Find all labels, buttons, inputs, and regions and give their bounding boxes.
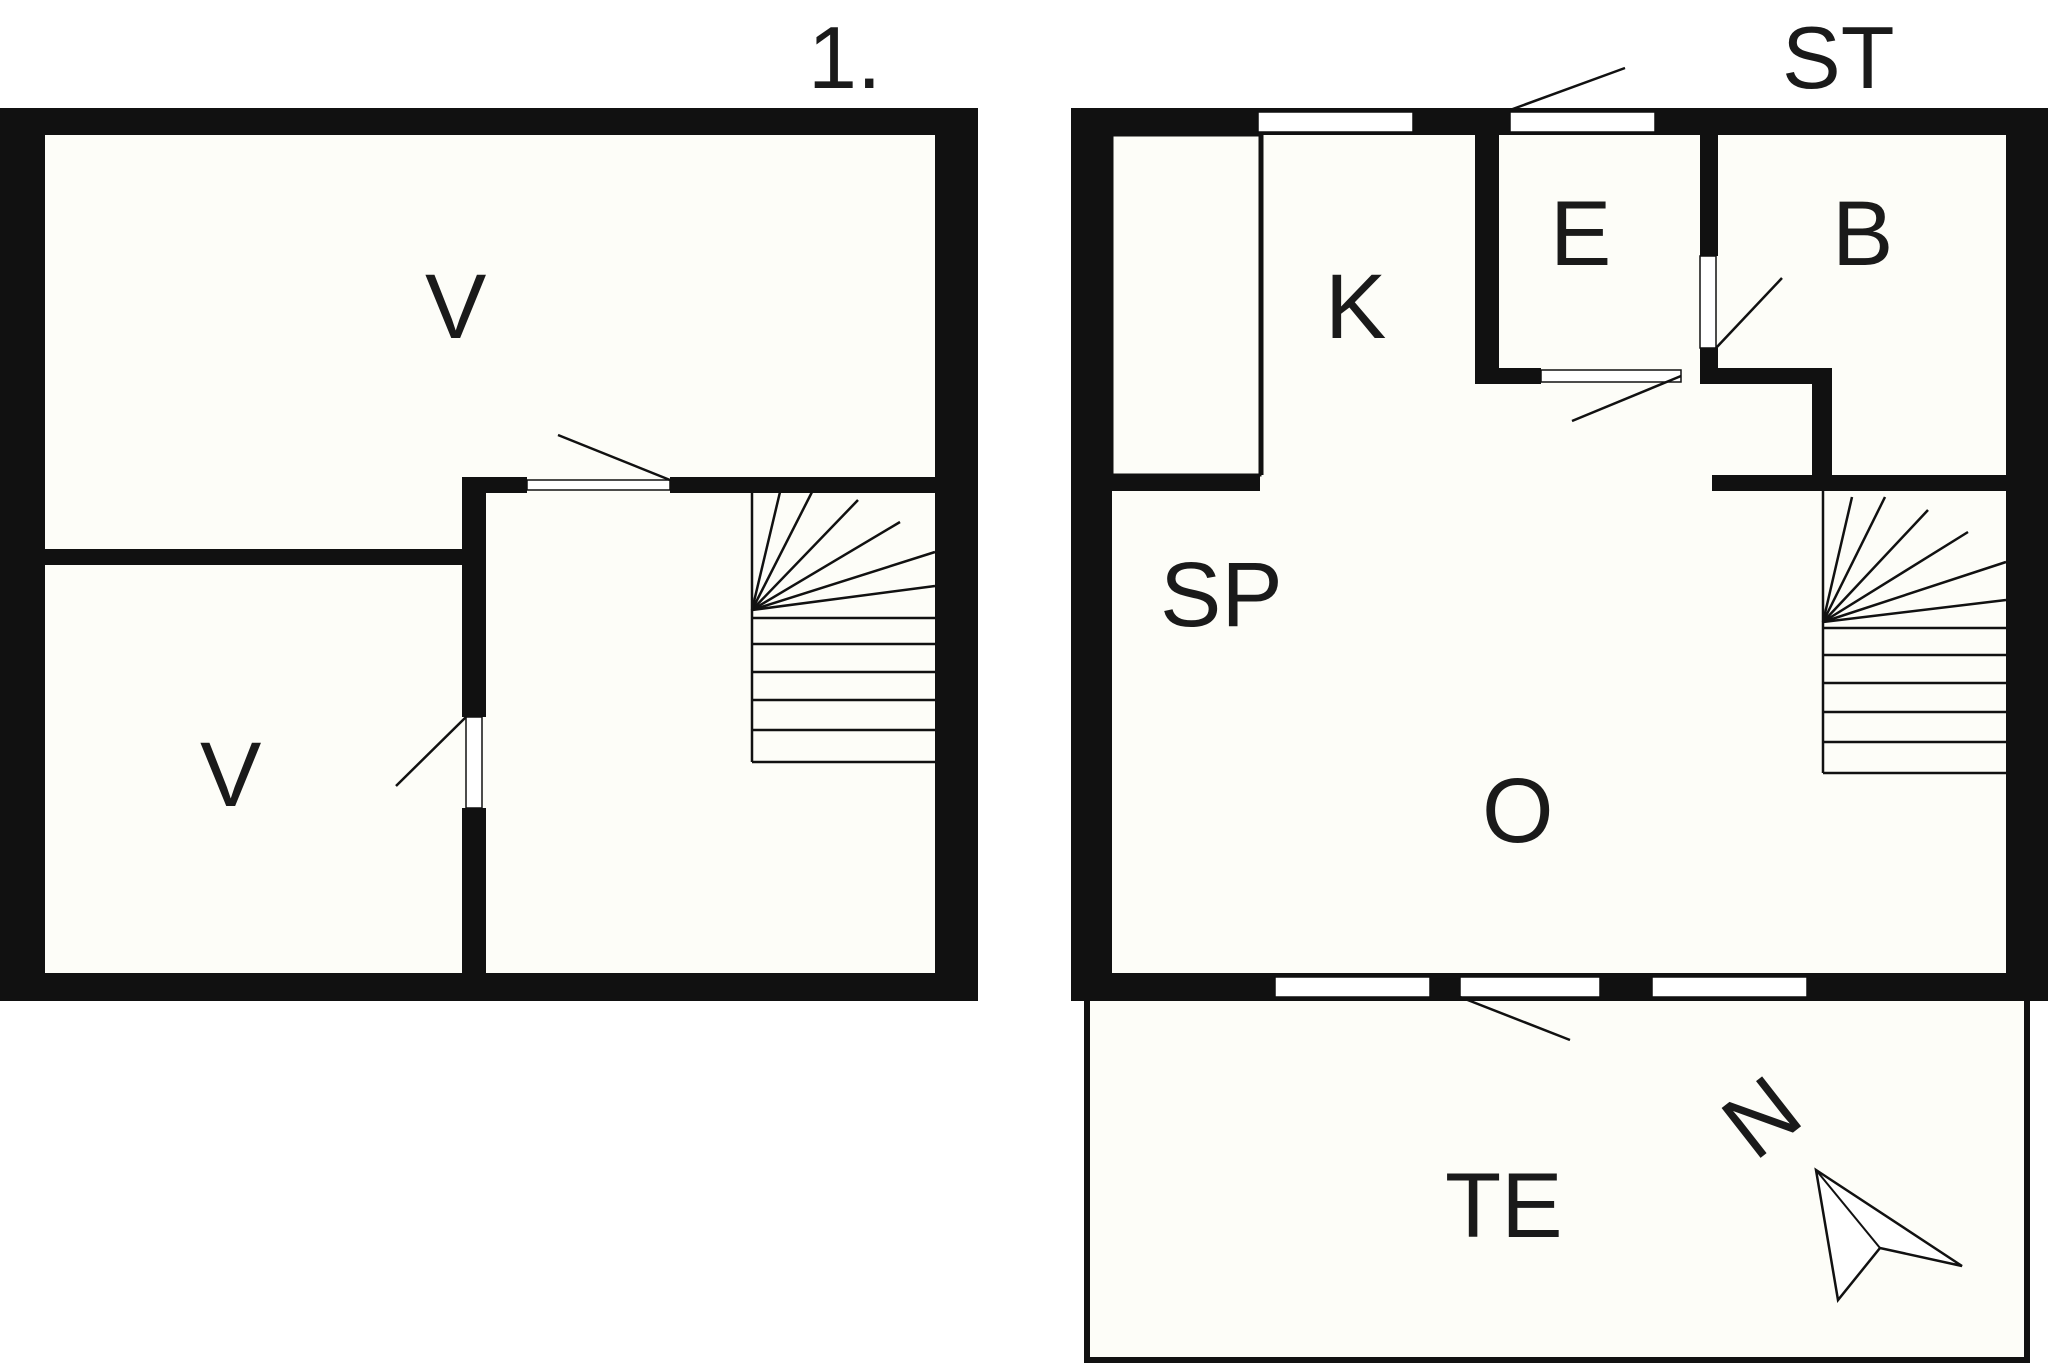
wall-bathroom-bottom	[1700, 368, 1830, 384]
room-label-living: O	[1482, 760, 1554, 862]
upper-floor-label: 1.	[808, 8, 881, 107]
staircase-upper	[750, 491, 936, 764]
door-swing-entrance	[1571, 374, 1682, 423]
wall-entrance-bottom-left	[1475, 368, 1541, 384]
window-kitchen-top	[1257, 111, 1414, 133]
wall-bathroom-bottom-right	[1712, 475, 2006, 491]
partition-wall-vertical-upper	[462, 477, 486, 717]
room-label-kitchen: K	[1325, 256, 1386, 358]
north-arrow-center-line	[1815, 1169, 1881, 1249]
partition-wall-vertical-lower	[462, 808, 486, 978]
wall-entrance-left	[1475, 130, 1499, 380]
door-opening-v-bottom	[465, 716, 483, 809]
room-label-bathroom: B	[1832, 183, 1893, 285]
room-label-dining: SP	[1160, 544, 1283, 646]
partition-wall-horizontal	[45, 549, 465, 565]
door-opening-front	[1509, 111, 1656, 133]
wall-entrance-right-upper	[1700, 130, 1718, 256]
hallway-top-wall-right	[670, 477, 935, 493]
door-swing-v-bottom	[395, 716, 467, 787]
upper-floor-plan: 1. V V	[0, 8, 978, 1001]
hallway-top-wall-left	[462, 477, 527, 493]
door-opening-v-top	[526, 479, 671, 491]
door-swing-terrace	[1459, 995, 1571, 1042]
ground-floor-plan: ST K E B SP O TE N	[1071, 8, 2048, 1363]
door-opening-terrace	[1459, 976, 1601, 998]
room-label-entrance: E	[1550, 183, 1611, 285]
door-swing-front	[1509, 66, 1626, 112]
door-opening-entrance	[1540, 369, 1682, 383]
wall-kitchen-bottom	[1112, 475, 1260, 491]
window-living-right	[1651, 976, 1808, 998]
wall-bathroom-left-lower	[1812, 368, 1832, 478]
room-label-v-bottom: V	[200, 724, 261, 826]
door-opening-bathroom	[1699, 255, 1717, 349]
ground-floor-label: ST	[1782, 8, 1894, 107]
door-swing-v-top	[557, 433, 671, 482]
room-label-terrace: TE	[1445, 1155, 1563, 1257]
room-label-v-top: V	[425, 256, 486, 358]
window-living-left	[1274, 976, 1431, 998]
terrace-outline	[1084, 995, 2030, 1363]
door-swing-bathroom	[1715, 277, 1783, 349]
staircase-ground	[1821, 491, 2007, 775]
